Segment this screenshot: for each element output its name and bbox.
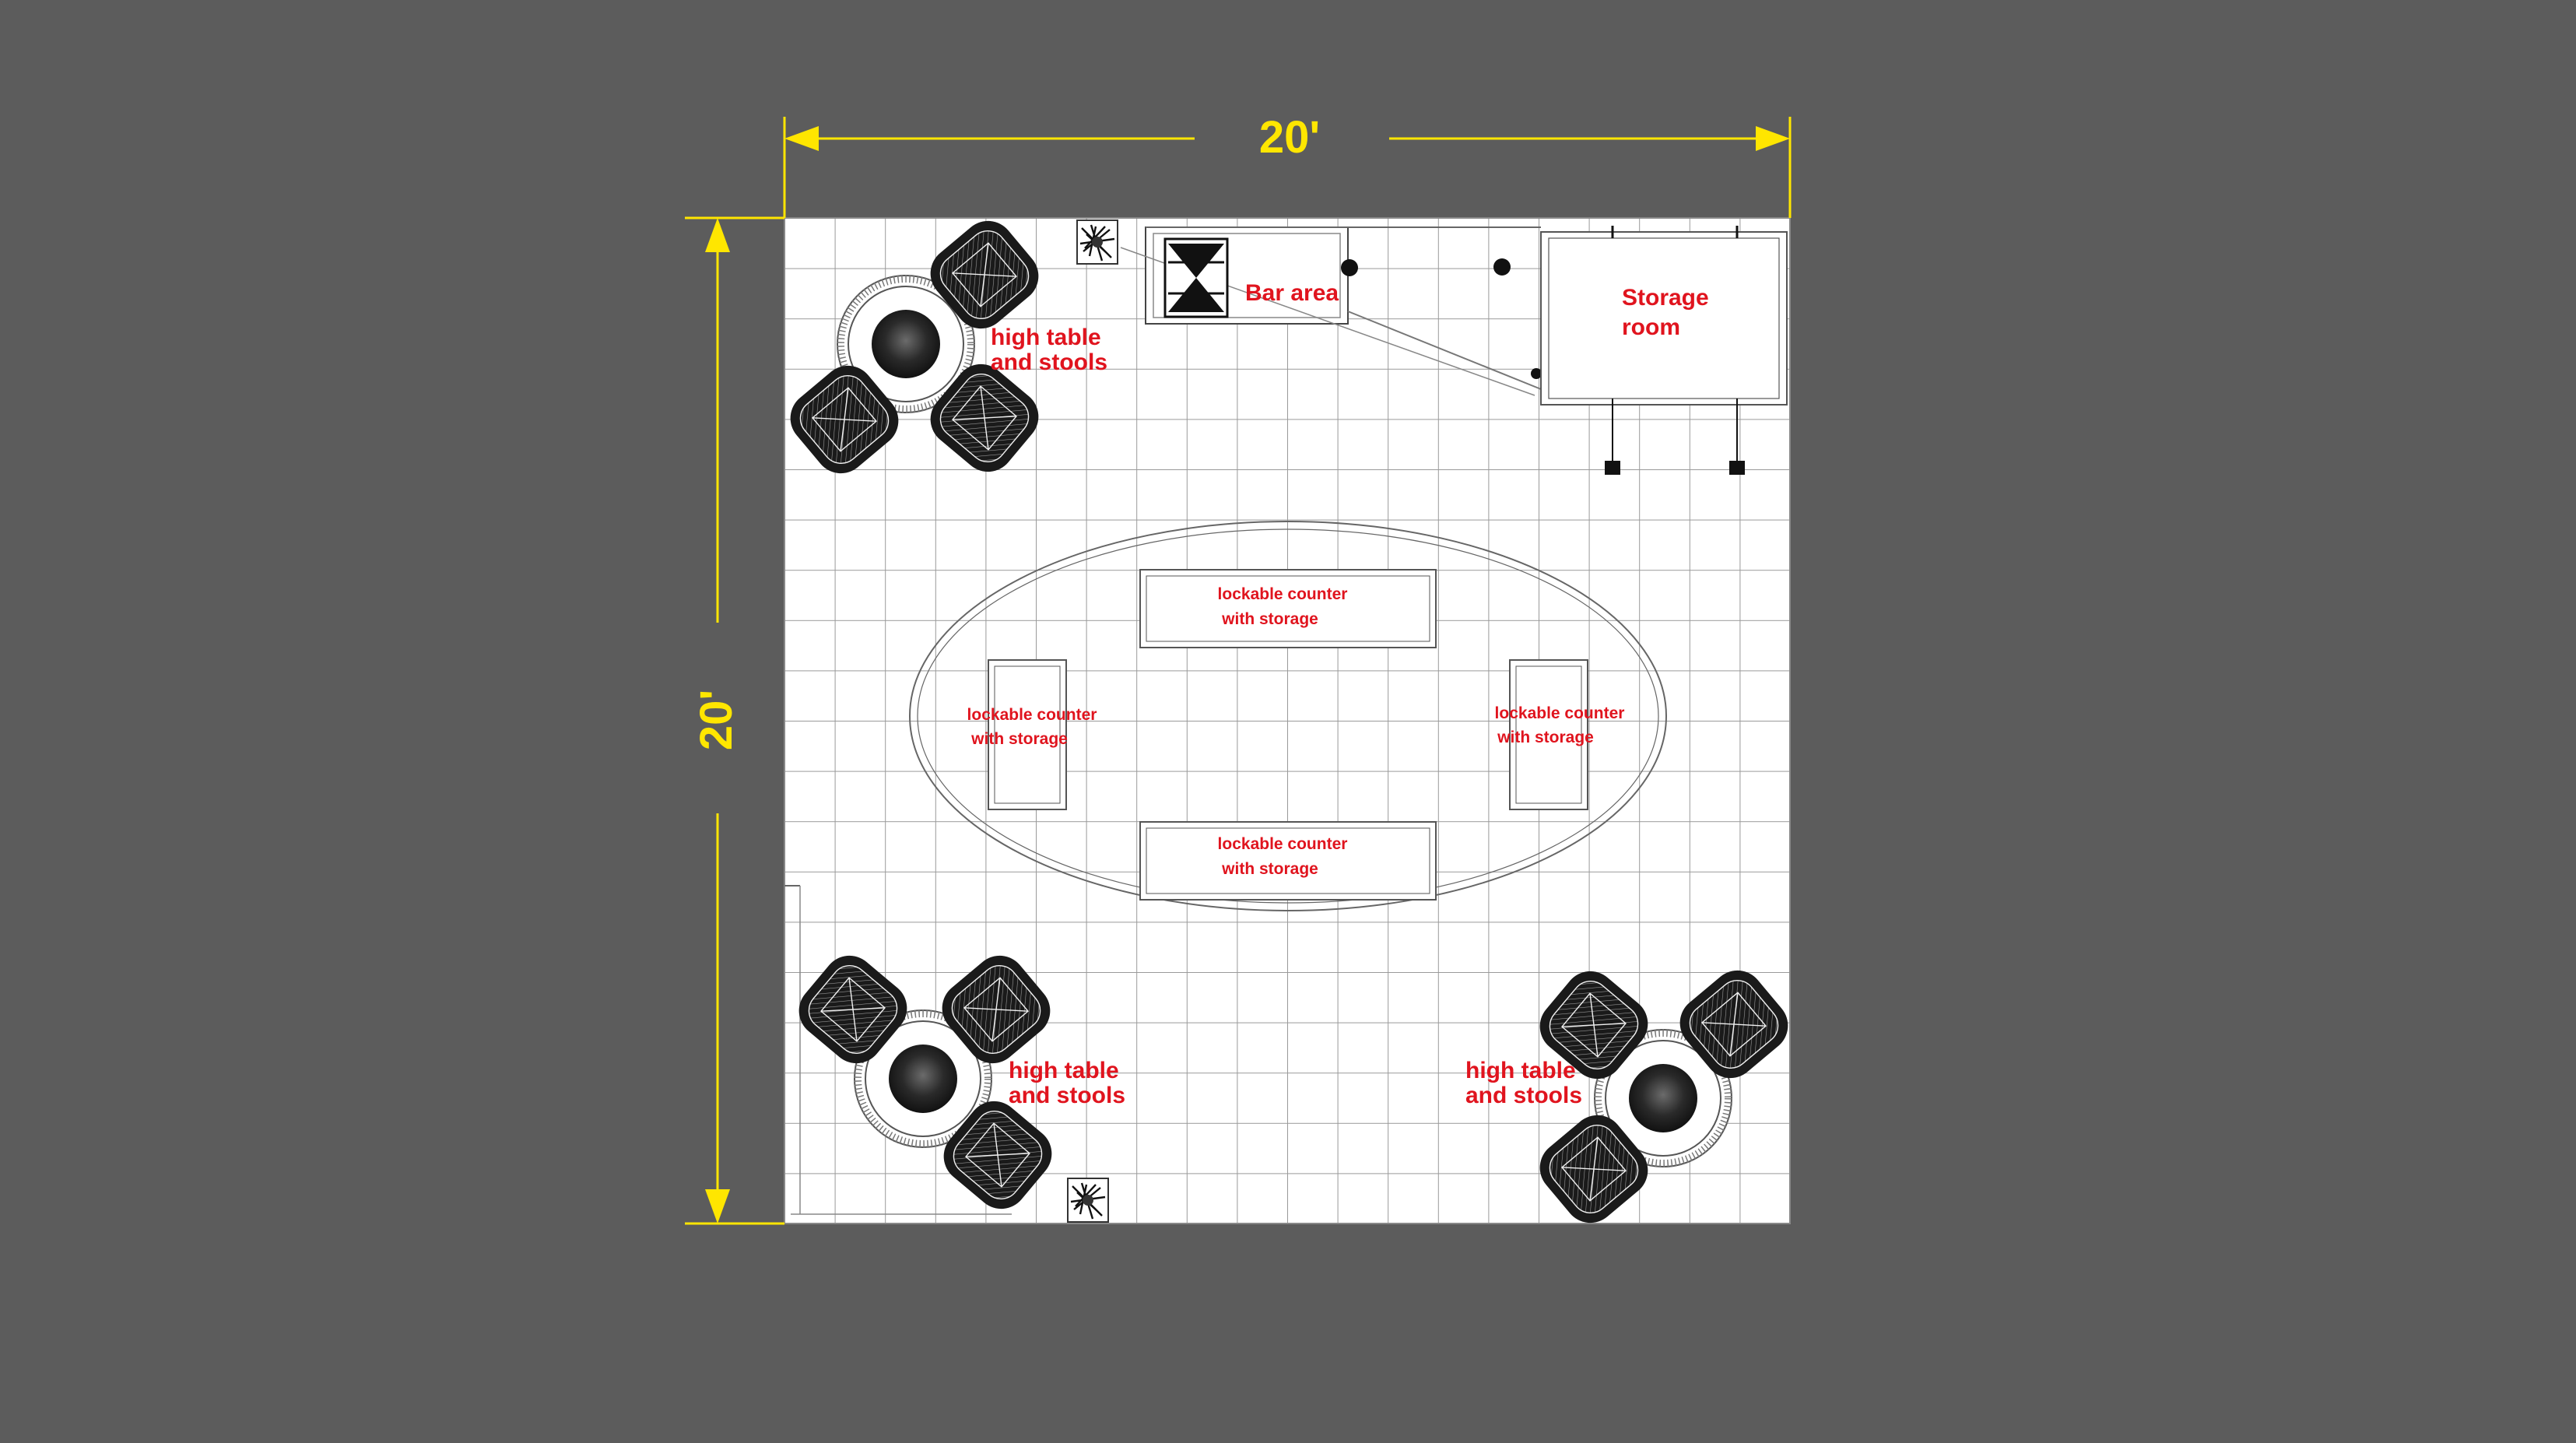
plant-icon [1066, 1177, 1110, 1224]
counter-left [988, 659, 1067, 810]
counter-bottom-label-line2: with storage [1221, 860, 1318, 878]
counter-right-label-line1: lockable counter [1495, 704, 1625, 722]
depth-dimension [685, 216, 784, 1225]
counter-left-label-line1: lockable counter [967, 706, 1097, 724]
seating-bottom-left-label-line1: high table [1009, 1058, 1119, 1083]
storage-room-label-line2: room [1622, 314, 1680, 340]
counter-top [1139, 569, 1437, 648]
arrow-right-icon [1756, 126, 1790, 151]
counter-right [1509, 659, 1588, 810]
counter-top-label-line2: with storage [1221, 610, 1318, 628]
bar-area [1120, 226, 1542, 396]
seating-bottom-right-label-line2: and stools [1465, 1083, 1582, 1108]
seating-bottom-right-label-line1: high table [1465, 1058, 1576, 1083]
arrow-left-icon [784, 126, 819, 151]
depth-dimension-label: 20' [691, 690, 742, 750]
seating-top-left-label-line2: and stools [991, 349, 1107, 375]
width-dimension-label: 20' [1259, 112, 1320, 163]
counter-top-label-line1: lockable counter [1218, 585, 1348, 603]
storage-room-label-line1: Storage [1622, 285, 1709, 311]
counter-right-label-line2: with storage [1497, 729, 1594, 746]
seating-group-bottom-left [784, 885, 1063, 1220]
counter-island [909, 521, 1667, 911]
arrow-down-icon [705, 1189, 730, 1224]
counter-bottom-label-line1: lockable counter [1218, 835, 1348, 853]
storage-room [1540, 226, 1788, 475]
plant-icon [1076, 219, 1119, 265]
counter-left-label-line2: with storage [970, 730, 1068, 748]
bar-area-label: Bar area [1245, 280, 1339, 306]
counter-bottom [1139, 821, 1437, 901]
seating-bottom-left-label-line2: and stools [1009, 1083, 1125, 1108]
width-dimension [783, 117, 1792, 218]
arrow-up-icon [705, 218, 730, 252]
seating-top-left-label-line1: high table [991, 325, 1101, 350]
